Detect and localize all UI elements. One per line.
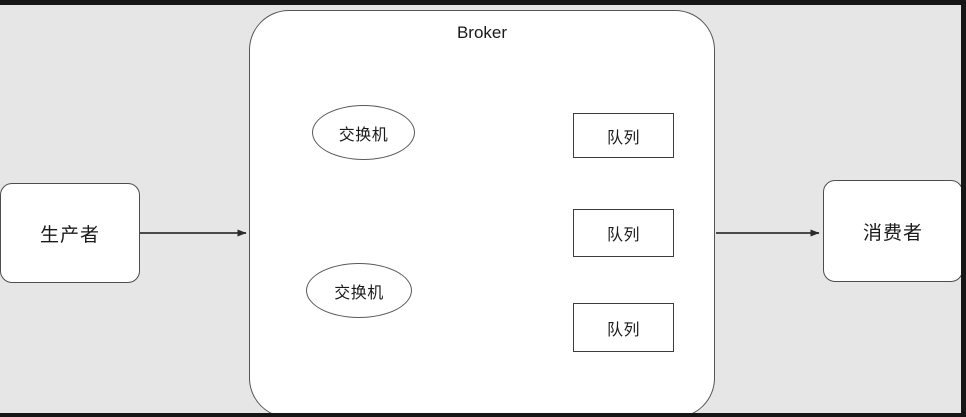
broker-label: Broker bbox=[456, 23, 508, 42]
consumer-label: 消费者 bbox=[862, 222, 923, 244]
producer-node[interactable]: 生产者 bbox=[0, 183, 140, 283]
queue-label-3: 队列 bbox=[606, 321, 640, 339]
producer-label: 生产者 bbox=[39, 224, 100, 246]
exchange-node-1[interactable]: 交换机 bbox=[312, 105, 415, 160]
exchange-node-2[interactable]: 交换机 bbox=[306, 263, 412, 318]
consumer-node[interactable]: 消费者 bbox=[823, 180, 961, 282]
queue-node-2[interactable]: 队列 bbox=[573, 209, 674, 257]
queue-label-1: 队列 bbox=[606, 129, 640, 147]
exchange-label-1: 交换机 bbox=[338, 126, 389, 144]
exchange-label-2: 交换机 bbox=[334, 284, 384, 302]
queue-label-2: 队列 bbox=[606, 227, 640, 244]
queue-node-3[interactable]: 队列 bbox=[573, 303, 674, 352]
queue-node-1[interactable]: 队列 bbox=[573, 113, 674, 158]
